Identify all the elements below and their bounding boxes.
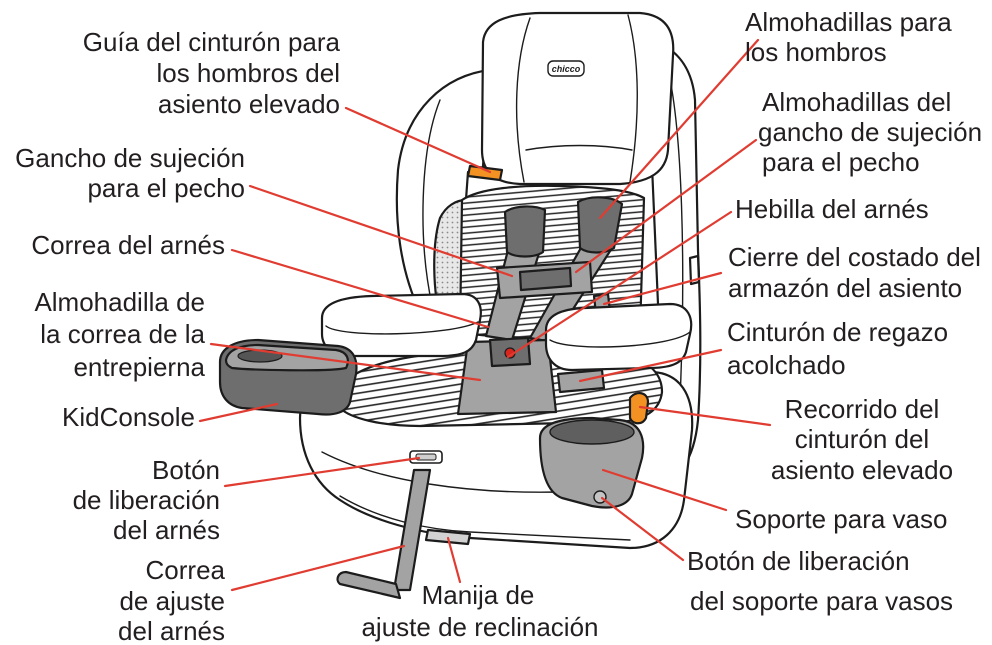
label-cup-holder-release-button: Botón de liberación del soporte para vas…	[687, 546, 953, 616]
headrest-left-wing-seam	[515, 17, 531, 183]
leader-line-harness-strap	[230, 248, 490, 329]
logo-text: chicco	[552, 64, 581, 74]
side-shell-edge-tab	[688, 254, 701, 286]
leader-line-booster-shoulder-belt-guide	[344, 106, 492, 174]
leader-line-chest-clip	[248, 184, 514, 278]
label-shoulder-pads: Almohadillas para los hombros	[745, 7, 952, 67]
harness-adjust-strap	[392, 468, 432, 592]
label-line: Guía del cinturón para	[83, 27, 341, 57]
headrest-panel-seam	[525, 144, 633, 151]
label-line: Soporte para vaso	[735, 504, 947, 534]
label-booster-shoulder-belt-guide: Guía del cinturón para los hombros del a…	[83, 27, 341, 119]
label-line: los hombros del	[156, 58, 340, 88]
chest-clip	[518, 266, 573, 292]
label-line: KidConsole	[62, 402, 195, 432]
left-armrest	[320, 292, 482, 358]
label-line: Cinturón de regazo	[727, 317, 948, 347]
label-line: del arnés	[118, 616, 225, 645]
label-line: de ajuste	[119, 586, 225, 616]
leader-line-harness-adjust-strap	[230, 544, 406, 592]
label-line: Almohadillas del	[762, 87, 951, 117]
label-line: Hebilla del arnés	[735, 194, 929, 224]
right-armrest-edge	[549, 331, 691, 348]
label-line: acolchado	[727, 350, 846, 380]
label-recline-handle: Manija de ajuste de reclinación	[361, 580, 598, 642]
label-line: para el pecho	[87, 173, 245, 203]
label-line: armazón del asiento	[728, 273, 962, 303]
leader-line-harness-buckle	[506, 210, 733, 359]
harness-release-button	[409, 450, 443, 464]
label-booster-belt-path: Recorrido del cinturón del asiento eleva…	[771, 394, 953, 485]
label-line: los hombros	[745, 37, 887, 67]
left-shoulder-pad	[503, 205, 547, 258]
car-seat-illustration: chicco	[218, 11, 702, 600]
label-line: asiento elevado	[158, 89, 340, 119]
label-side-shell-latch: Cierre del costado del armazón del asien…	[728, 242, 981, 303]
label-harness-adjust-strap: Correa de ajuste del arnés	[118, 555, 225, 645]
leader-line-kidconsole	[198, 402, 279, 423]
label-line: Gancho de sujeción	[15, 143, 245, 173]
leader-line-cup-holder	[601, 468, 728, 512]
label-chest-clip-pads: Almohadillas del gancho de sujeción para…	[758, 87, 982, 177]
leader-line-recline-handle	[446, 536, 462, 584]
label-line: Almohadilla de	[34, 287, 205, 317]
seat-base-front-seam	[321, 451, 561, 493]
label-line: para el pecho	[762, 147, 920, 177]
booster-shoulder-belt-guide	[466, 164, 504, 182]
cup-holder-opening	[549, 419, 635, 445]
label-line: Correa del arnés	[31, 230, 225, 260]
leader-line-shoulder-pads	[598, 38, 760, 220]
right-armrest	[544, 302, 693, 372]
label-line: Cierre del costado del	[728, 242, 981, 272]
chicco-logo: chicco	[547, 60, 585, 77]
label-line: gancho de sujeción	[758, 117, 982, 147]
label-line: Botón de liberación	[687, 546, 910, 576]
label-line: cinturón del	[795, 424, 929, 454]
label-line: del soporte para vasos	[690, 586, 953, 616]
label-padded-lap-belt: Cinturón de regazo acolchado	[727, 317, 948, 380]
label-crotch-strap-pad: Almohadilla de la correa de la entrepier…	[34, 287, 205, 382]
label-line: la correa de la	[40, 319, 205, 349]
leader-line-booster-belt-path	[638, 405, 772, 427]
label-line: entrepierna	[73, 352, 205, 382]
leader-line-padded-lap-belt	[578, 348, 723, 383]
kidconsole	[218, 338, 358, 416]
leader-line-harness-release-button	[223, 456, 421, 488]
left-wing-seam	[422, 99, 441, 306]
label-line: Recorrido del	[785, 394, 940, 424]
cup-holder-release-button	[593, 490, 607, 504]
leader-line-chest-clip-pads	[574, 138, 758, 274]
leader-line-crotch-strap-pad	[209, 342, 482, 382]
logo-badge	[547, 60, 585, 77]
label-harness-buckle: Hebilla del arnés	[735, 194, 929, 224]
headrest-right-wing-seam	[627, 14, 638, 183]
harness-release-button-key	[415, 453, 437, 461]
harness-adjust-strap-end	[336, 570, 402, 600]
label-kidconsole: KidConsole	[62, 402, 195, 432]
label-line: Correa	[146, 555, 226, 585]
leader-line-side-shell-latch	[602, 271, 723, 306]
label-harness-strap: Correa del arnés	[31, 230, 225, 260]
label-chest-clip: Gancho de sujeción para el pecho	[15, 143, 245, 203]
label-line: asiento elevado	[771, 455, 953, 485]
leader-lines	[198, 38, 772, 592]
label-line: Botón	[152, 455, 220, 485]
label-line: del arnés	[113, 515, 220, 545]
booster-belt-path	[628, 392, 650, 425]
label-line: Almohadillas para	[745, 7, 952, 37]
left-armrest-edge	[325, 321, 479, 335]
label-harness-release-button: Botón de liberación del arnés	[73, 455, 220, 545]
leader-line-cup-holder-release-button	[600, 496, 685, 562]
label-cup-holder: Soporte para vaso	[735, 504, 947, 534]
cup-holder	[538, 416, 645, 509]
right-shoulder-pad	[576, 196, 624, 254]
headrest	[480, 11, 675, 186]
label-line: de liberación	[73, 485, 220, 515]
label-line: ajuste de reclinación	[361, 612, 598, 642]
label-line: Manija de	[422, 580, 535, 610]
